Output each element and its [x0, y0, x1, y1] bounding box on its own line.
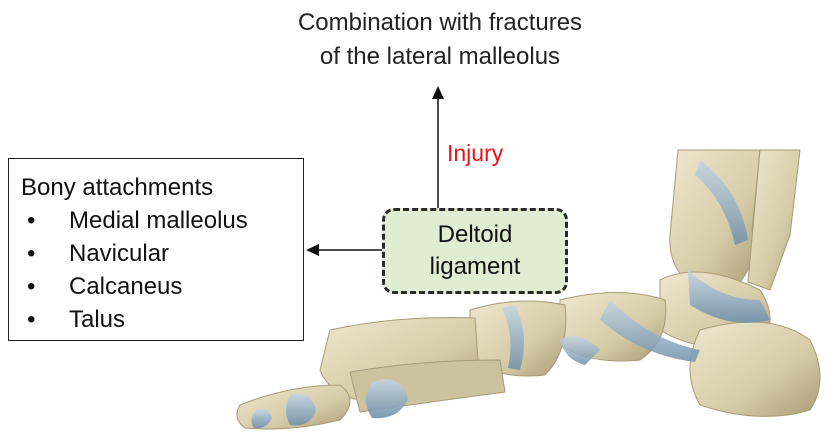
- tibia-bone: [670, 150, 760, 285]
- calcaneus-bone: [690, 322, 820, 416]
- bullet-icon: •: [27, 204, 35, 237]
- list-item: • Medial malleolus: [21, 204, 303, 237]
- injury-label: Injury: [447, 140, 503, 167]
- attachment-medial-malleolus: Medial malleolus: [69, 207, 248, 234]
- attachment-talus: Talus: [69, 306, 125, 333]
- bullet-icon: •: [27, 237, 35, 270]
- bony-attachments-box: Bony attachments • Medial malleolus • Navi…: [8, 158, 304, 341]
- deltoid-ligament-node: Deltoid ligament: [382, 208, 568, 294]
- attachment-calcaneus: Calcaneus: [69, 273, 182, 300]
- list-item: • Talus: [21, 303, 303, 336]
- list-item: • Navicular: [21, 237, 303, 270]
- bony-attachments-list: •Medial malleolus •Navicular •Calcaneus …: [21, 204, 303, 336]
- bony-attachments-title: Bony attachments: [21, 171, 303, 204]
- caption-line-1: Combination with fractures: [250, 6, 630, 40]
- bullet-icon: •: [27, 270, 35, 303]
- deltoid-line-1: Deltoid: [438, 219, 513, 251]
- deltoid-line-2: ligament: [430, 251, 521, 283]
- attachment-arrowhead: [306, 244, 319, 256]
- caption-line-2: of the lateral malleolus: [250, 40, 630, 74]
- attachment-navicular: Navicular: [69, 240, 169, 267]
- injury-arrowhead: [432, 86, 444, 99]
- fracture-combination-caption: Combination with fractures of the latera…: [250, 6, 630, 74]
- list-item: • Calcaneus: [21, 270, 303, 303]
- bullet-icon: •: [27, 303, 35, 336]
